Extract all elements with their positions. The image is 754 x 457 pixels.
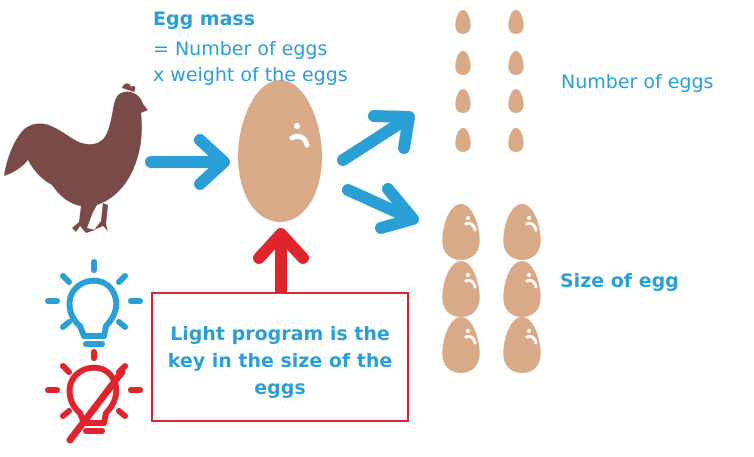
size-of-egg-label: Size of egg [560, 268, 680, 294]
light-program-text: Light program is the key in the size of … [153, 321, 407, 402]
hen-icon [4, 83, 148, 233]
arrow-up-right-icon [343, 116, 409, 160]
lightbulb-on-icon [48, 262, 140, 344]
arrow-down-right-icon [348, 189, 413, 228]
large-eggs-group [442, 204, 540, 373]
egg-icon [238, 80, 322, 222]
light-program-box: Light program is the key in the size of … [151, 292, 409, 422]
formula-line-1: = Number of eggs [153, 38, 327, 60]
arrow-right-icon [151, 140, 224, 184]
diagram-title: Egg mass [153, 8, 255, 30]
number-of-eggs-label: Number of eggs [561, 71, 713, 93]
lightbulb-off-icon [48, 352, 140, 440]
formula-line-2: x weight of the eggs [153, 64, 348, 86]
small-eggs-group [455, 10, 523, 152]
